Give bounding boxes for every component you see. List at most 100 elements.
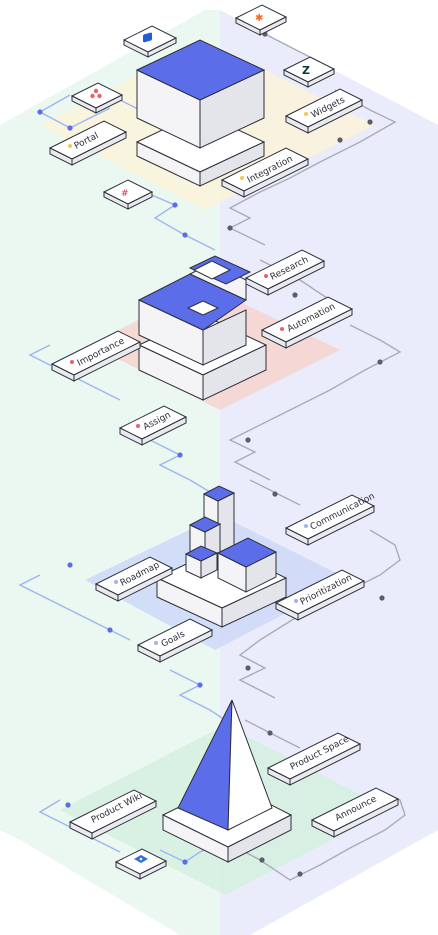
- integration-label: Integration: [220, 147, 310, 198]
- small-column: [184, 545, 219, 579]
- connector-dot: [182, 232, 188, 238]
- slack-icon: #: [102, 179, 154, 210]
- tile-shape: [297, 580, 365, 621]
- connector-dot: [67, 125, 73, 131]
- tile-shape: [227, 699, 273, 831]
- connector-dot: [280, 327, 284, 331]
- block-right: [202, 309, 247, 366]
- connector-dot: [172, 202, 178, 208]
- connector-dot: [107, 627, 113, 633]
- connector-dot: [97, 93, 102, 99]
- tile-shape: [289, 743, 361, 786]
- connector-dot: [245, 437, 251, 443]
- connector-dot: [227, 225, 233, 231]
- wire: [139, 189, 216, 251]
- intercom-icon: [122, 25, 178, 58]
- connector-dot: [272, 491, 278, 497]
- connector-dot: [65, 802, 71, 808]
- wire: [149, 439, 216, 496]
- wire: [228, 89, 397, 246]
- block-notch: [192, 260, 232, 280]
- announce-label: Announce: [310, 787, 400, 838]
- tile-shape: [127, 191, 153, 210]
- layer-3: Communication Roadmap Prioritization Goa…: [18, 479, 401, 721]
- tile-shape: [141, 416, 187, 446]
- connector-dot: [136, 424, 140, 428]
- tile-shape: [202, 485, 236, 502]
- wire: [38, 94, 111, 129]
- connector-dot: [367, 119, 373, 125]
- connector-dot: [379, 595, 385, 601]
- wire: [249, 479, 301, 506]
- tile-shape: [285, 308, 353, 349]
- base-right: [227, 814, 292, 863]
- tile-shape: [333, 798, 399, 838]
- wire: [244, 789, 406, 881]
- connector-dot: [240, 176, 244, 180]
- tile-shape: [143, 32, 152, 43]
- connector-dot: [304, 524, 308, 528]
- green-band: [0, 10, 220, 935]
- tile-shape: [243, 158, 309, 198]
- wire: [169, 669, 226, 721]
- tile-shape: #: [121, 189, 129, 199]
- asana-icon: [70, 82, 124, 114]
- connector-dot: [70, 360, 74, 364]
- wire: [38, 799, 121, 853]
- wire: [228, 324, 402, 481]
- tile-shape: ✱: [255, 13, 263, 24]
- connector-dot: [37, 109, 43, 115]
- zendesk-icon: Z: [282, 56, 336, 88]
- layer-4: Product Space Product Wiki Announce: [38, 699, 406, 895]
- jira-icon: [114, 848, 168, 880]
- connector-dot: [139, 857, 143, 861]
- tile-shape: [147, 37, 177, 58]
- base-right: [221, 577, 287, 628]
- tile-shape: [91, 800, 157, 840]
- tile-shape: [216, 537, 278, 568]
- tile-shape: [188, 516, 222, 533]
- tile-shape: [139, 860, 167, 880]
- tile-shape: [159, 629, 213, 663]
- tile-shape: [307, 68, 335, 88]
- assign-label: Assign: [118, 405, 188, 446]
- tile-shape: [267, 260, 325, 296]
- cube-top: [135, 39, 266, 101]
- tile-shape: [71, 131, 127, 166]
- connector-dot: [93, 88, 99, 94]
- base-right: [202, 344, 267, 401]
- pyramid: [177, 699, 273, 831]
- roadmap-label: Roadmap: [94, 556, 174, 602]
- tile-shape: [307, 99, 363, 134]
- goals-label: Goals: [136, 618, 214, 663]
- wide-column: [216, 537, 278, 593]
- research-label: Research: [244, 249, 326, 296]
- connector-dot: [297, 871, 303, 877]
- tile-shape: [117, 567, 173, 602]
- connector-dot: [182, 859, 188, 865]
- connector-dot: [67, 562, 73, 568]
- connector-dot: [377, 359, 383, 365]
- widgets-label: Widgets: [284, 88, 364, 134]
- tile-shape: Z: [302, 64, 310, 77]
- portal-label: Portal: [48, 120, 128, 166]
- connector-dot: [264, 274, 268, 278]
- base-right: [199, 141, 265, 187]
- connector-dot: [245, 665, 251, 671]
- connector-dot: [68, 144, 72, 148]
- tile-shape: [73, 341, 141, 382]
- zapier-icon: ✱: [234, 4, 288, 36]
- connector-dot: [294, 599, 298, 603]
- layer-1: ✱ Z # Portal: [37, 4, 397, 251]
- tile-shape: [307, 505, 375, 546]
- connector-dot: [197, 682, 203, 688]
- connector-dot: [114, 580, 118, 584]
- connector-dot: [259, 857, 265, 863]
- connector-dot: [154, 641, 158, 645]
- tile-shape: [259, 16, 287, 36]
- connector-dot: [292, 292, 298, 298]
- connector-dot: [337, 137, 343, 143]
- tile-shape: [95, 94, 123, 114]
